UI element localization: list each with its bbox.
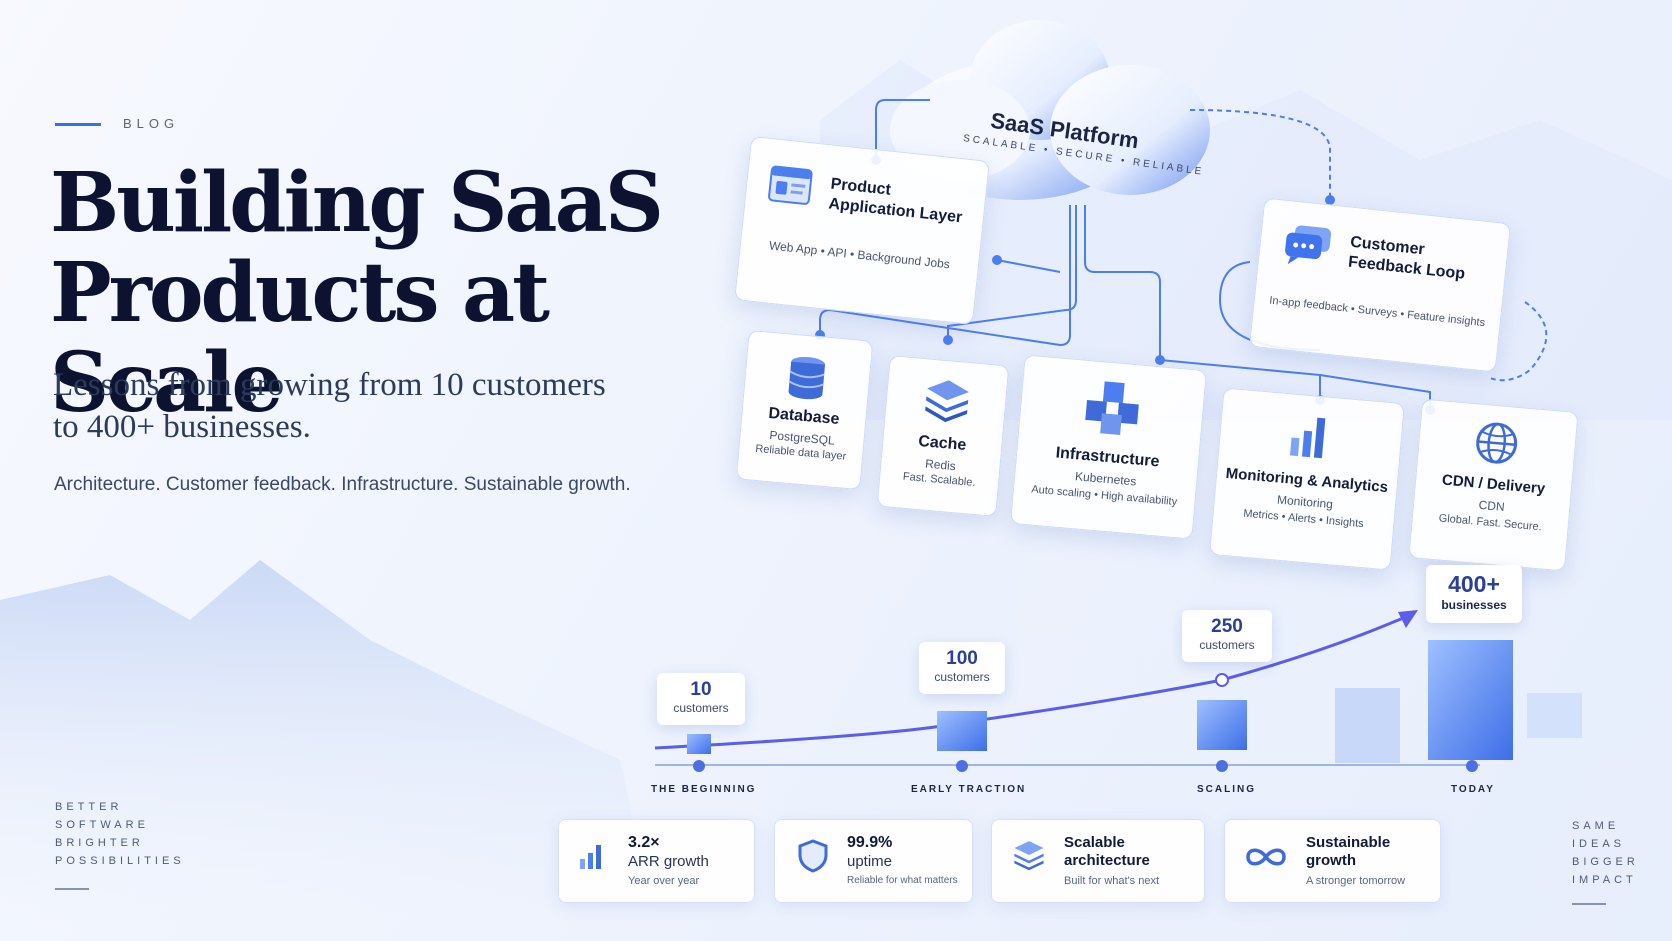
blog-accent-rule bbox=[55, 123, 101, 126]
shield-icon bbox=[798, 839, 828, 873]
card-details: In-app feedback • Surveys • Feature insi… bbox=[1268, 294, 1486, 330]
browser-window-icon bbox=[768, 165, 813, 205]
milestone-label: THE BEGINNING bbox=[651, 784, 757, 795]
stat-note: Year over year bbox=[628, 875, 700, 887]
side-word: IMPACT bbox=[1572, 874, 1637, 886]
globe-icon bbox=[1476, 422, 1518, 464]
card-infrastructure: Infrastructure Kubernetes Auto scaling •… bbox=[1009, 354, 1208, 540]
side-word: BRIGHTER bbox=[55, 837, 144, 849]
milestone-label: TODAY bbox=[1451, 784, 1495, 795]
side-rule-right bbox=[1572, 903, 1606, 905]
bar-chart-icon bbox=[1289, 417, 1326, 459]
milestone-value: 400+ bbox=[1448, 571, 1500, 597]
stat-value: 99.9% bbox=[847, 834, 893, 851]
milestone-caption: businesses bbox=[1441, 598, 1507, 612]
side-word: POSSIBILITIES bbox=[55, 855, 185, 867]
side-words-right: SAME IDEAS BIGGER IMPACT bbox=[1572, 817, 1639, 889]
card-customer-feedback: Customer Feedback Loop In-app feedback •… bbox=[1248, 197, 1512, 373]
layers-icon bbox=[1014, 841, 1044, 871]
stat-note: Reliable for what matters bbox=[847, 875, 958, 886]
blog-label: BLOG bbox=[123, 116, 180, 131]
milestone-caption: customers bbox=[934, 670, 990, 684]
stat-label: growth bbox=[1306, 852, 1356, 869]
stat-value: Scalable bbox=[1064, 834, 1125, 851]
connector-product-dot bbox=[996, 259, 1061, 273]
card-cdn-delivery: CDN / Delivery CDN Global. Fast. Secure. bbox=[1408, 398, 1579, 572]
milestone-caption: customers bbox=[1199, 638, 1255, 652]
card-details: Web App • API • Background Jobs bbox=[768, 238, 951, 272]
title-line-2: Products at Scale bbox=[50, 245, 550, 431]
card-monitoring-analytics: Monitoring & Analytics Monitoring Metric… bbox=[1209, 387, 1405, 571]
milestone-badge: 250 customers bbox=[1182, 610, 1272, 662]
connector-platform-product bbox=[875, 99, 930, 160]
page-title: Building SaaS Products at Scale bbox=[50, 158, 750, 428]
milestone-value: 10 bbox=[690, 679, 712, 700]
stat-label: architecture bbox=[1064, 852, 1150, 869]
mountains-left bbox=[0, 560, 660, 941]
connector-platform-feedback bbox=[1189, 109, 1331, 200]
side-word: SOFTWARE bbox=[55, 819, 149, 831]
side-word: IDEAS bbox=[1572, 838, 1626, 850]
subtitle-line-2: to 400+ businesses. bbox=[53, 409, 311, 445]
connector-platform-infra bbox=[1084, 205, 1161, 360]
card-cache: Cache Redis Fast. Scalable. bbox=[876, 355, 1010, 517]
growth-curve bbox=[654, 613, 1411, 750]
stat-note: A stronger tomorrow bbox=[1306, 875, 1406, 887]
stat-card-growth: Sustainable growth A stronger tomorrow bbox=[1224, 819, 1441, 903]
stat-note: Built for what's next bbox=[1064, 875, 1160, 887]
card-title-line-2: Application Layer bbox=[827, 195, 964, 227]
stat-card-arr-growth: 3.2× ARR growth Year over year bbox=[558, 819, 755, 903]
stat-value: 3.2× bbox=[628, 834, 660, 851]
side-rule-left bbox=[55, 888, 89, 890]
stat-label: uptime bbox=[847, 853, 893, 870]
stat-card-architecture: Scalable architecture Built for what's n… bbox=[991, 819, 1205, 903]
side-word: BETTER bbox=[55, 801, 123, 813]
stat-label: ARR growth bbox=[628, 853, 709, 870]
connector-cdn-feedback bbox=[1489, 301, 1548, 382]
growth-blocks bbox=[687, 640, 1582, 763]
stat-value: Sustainable bbox=[1306, 834, 1391, 851]
milestone-badge: 10 customers bbox=[657, 673, 745, 725]
connector-platform-cache bbox=[947, 205, 1077, 340]
milestone-caption: customers bbox=[673, 701, 729, 715]
chat-bubbles-icon bbox=[1285, 225, 1332, 265]
connector-platform-database bbox=[819, 205, 1071, 347]
milestone-label: SCALING bbox=[1197, 784, 1256, 795]
layers-icon bbox=[925, 380, 969, 423]
database-icon bbox=[788, 356, 826, 400]
milestone-value: 250 bbox=[1211, 616, 1243, 637]
card-product-application: Product Application Layer Web App • API … bbox=[734, 135, 990, 326]
cubes-icon bbox=[1085, 381, 1139, 435]
milestone-badge: 100 customers bbox=[919, 642, 1005, 694]
title-line-1: Building SaaS bbox=[50, 155, 664, 251]
tagline: Architecture. Customer feedback. Infrast… bbox=[54, 474, 631, 495]
side-words-left: BETTER SOFTWARE BRIGHTER POSSIBILITIES bbox=[55, 798, 185, 870]
side-word: BIGGER bbox=[1572, 856, 1639, 868]
milestone-badge: 400+ businesses bbox=[1426, 565, 1522, 623]
milestone-value: 100 bbox=[946, 648, 978, 669]
page-subtitle: Lessons from growing from 10 customers t… bbox=[53, 364, 653, 448]
infinity-icon bbox=[1246, 848, 1286, 866]
bar-chart-icon bbox=[580, 845, 601, 869]
side-word: SAME bbox=[1572, 820, 1620, 832]
growth-arrowhead bbox=[1398, 610, 1418, 628]
subtitle-line-1: Lessons from growing from 10 customers bbox=[53, 367, 606, 403]
stat-card-uptime: 99.9% uptime Reliable for what matters bbox=[774, 819, 973, 903]
milestone-label: EARLY TRACTION bbox=[911, 784, 1027, 795]
card-database: Database PostgreSQL Reliable data layer bbox=[735, 329, 874, 491]
